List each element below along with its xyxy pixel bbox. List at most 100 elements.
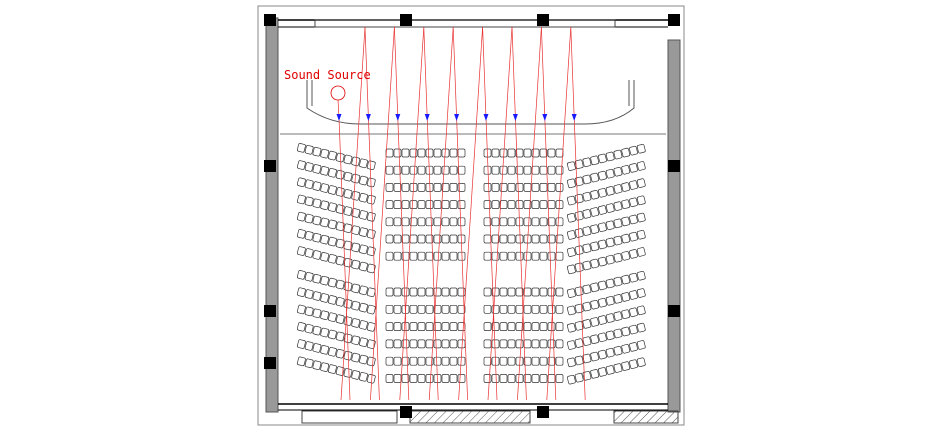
seat [417,200,426,209]
seat [385,251,394,261]
seat-row [297,160,376,188]
seat [320,234,330,245]
seat [401,165,410,175]
seat [507,234,516,244]
seat [393,374,402,383]
seat [409,356,418,366]
seat [483,251,492,261]
seat [417,339,426,349]
seat [567,178,576,189]
seat [351,300,361,311]
seat [320,362,330,372]
seat [457,339,466,349]
seat [328,277,337,288]
seat [590,317,600,327]
seat [613,218,623,229]
seat [297,246,306,256]
seat-row [297,246,376,274]
seat [613,328,623,339]
seating [297,143,646,385]
seat-row [483,251,564,261]
seat [613,235,623,246]
seat [320,200,330,211]
seat [613,363,623,373]
seat [523,148,532,158]
seat-row [483,200,564,209]
seat [409,304,418,314]
seat [598,367,607,377]
seat [590,334,600,345]
seat [507,183,516,192]
seat [441,287,450,297]
seat [359,372,368,382]
seat [328,219,337,230]
seat [297,211,306,222]
seat [539,165,548,175]
seat [598,153,607,164]
seat [304,341,314,351]
seat-row [385,234,466,244]
seat [304,358,314,369]
seat [531,200,540,209]
seat [297,321,306,332]
ray [570,26,575,119]
seat [320,275,330,286]
seat-row [567,178,646,206]
seat [483,287,492,297]
seat [385,200,394,209]
seat [409,322,418,331]
seat [409,374,418,383]
seat [523,287,532,297]
seat [359,354,368,365]
seat [574,303,584,314]
seat [613,294,623,304]
seat [523,217,532,227]
ray [338,117,351,401]
seat [531,304,540,314]
seat [491,165,500,175]
seat [507,287,516,297]
seat [393,148,402,158]
seat [297,160,306,170]
seat [441,356,450,366]
seat [328,312,337,322]
seat [582,319,592,329]
seat-row [567,322,646,350]
seat [335,238,345,249]
seat [629,180,638,190]
seat [629,163,638,173]
seat [297,143,306,153]
seat [441,304,450,314]
seat [359,285,368,296]
seat-row [385,356,466,366]
column [668,305,680,317]
seat [312,308,322,319]
ray [482,26,487,119]
seat [491,234,500,244]
seat [636,247,646,257]
seat [636,161,646,171]
seat [605,347,615,358]
seat [499,234,508,244]
seat [499,251,508,261]
seat-row [297,194,376,222]
arrow-icon [336,114,342,121]
seat [499,200,508,209]
seat [304,145,314,155]
seat [491,200,500,209]
seat [507,148,516,158]
seat [605,220,615,231]
seat [523,183,532,192]
seat [425,374,434,383]
left-wall [265,17,279,413]
seat [449,304,458,314]
seat [582,371,592,381]
seat [531,339,540,349]
seat [359,244,368,255]
seat [385,374,394,383]
seat-row [297,339,376,367]
seat [636,305,646,316]
seat [417,374,426,383]
seat [366,246,376,257]
